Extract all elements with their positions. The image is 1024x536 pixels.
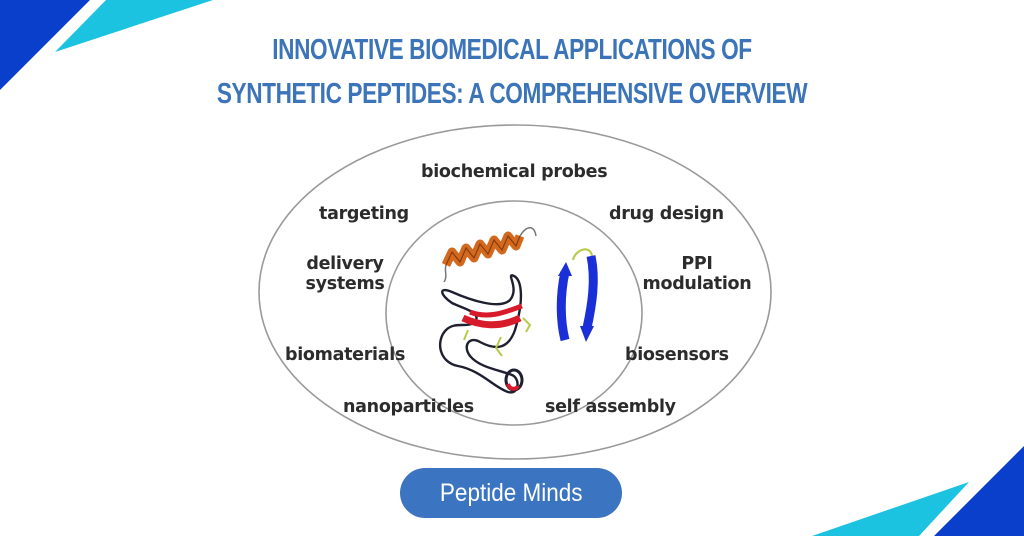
alpha-helix-icon [441, 227, 537, 283]
label-delivery-line1: delivery [306, 254, 384, 274]
page-title-line1: INNOVATIVE BIOMEDICAL APPLICATIONS OF [272, 34, 752, 66]
label-biomaterials: biomaterials [285, 345, 406, 365]
inner-ellipse [385, 200, 643, 426]
label-drug-design: drug design [609, 204, 724, 224]
bottom-right-cyan-triangle [812, 482, 969, 536]
page-title-line2: SYNTHETIC PEPTIDES: A COMPREHENSIVE OVER… [216, 78, 808, 110]
peptide-minds-button[interactable]: Peptide Minds [400, 468, 622, 518]
label-biochemical-probes: biochemical probes [421, 162, 608, 182]
top-left-cyan-triangle [55, 0, 213, 52]
outer-ellipse [258, 124, 772, 460]
top-left-dark-triangle [0, 0, 90, 90]
label-targeting: targeting [319, 204, 409, 224]
label-ppi-line1: PPI [681, 254, 713, 274]
label-delivery-line2: systems [305, 274, 385, 294]
label-delivery-systems: delivery systems [301, 254, 389, 294]
beta-hairpin-icon [556, 248, 598, 342]
cyclic-peptide-icon [438, 274, 532, 394]
label-ppi-line2: modulation [642, 274, 752, 294]
label-self-assembly: self assembly [545, 397, 676, 417]
label-ppi-modulation: PPI modulation [638, 254, 756, 294]
label-nanoparticles: nanoparticles [343, 397, 474, 417]
bottom-right-dark-triangle [934, 446, 1024, 536]
label-biosensors: biosensors [625, 345, 729, 365]
brand-label: Peptide Minds [439, 478, 583, 507]
